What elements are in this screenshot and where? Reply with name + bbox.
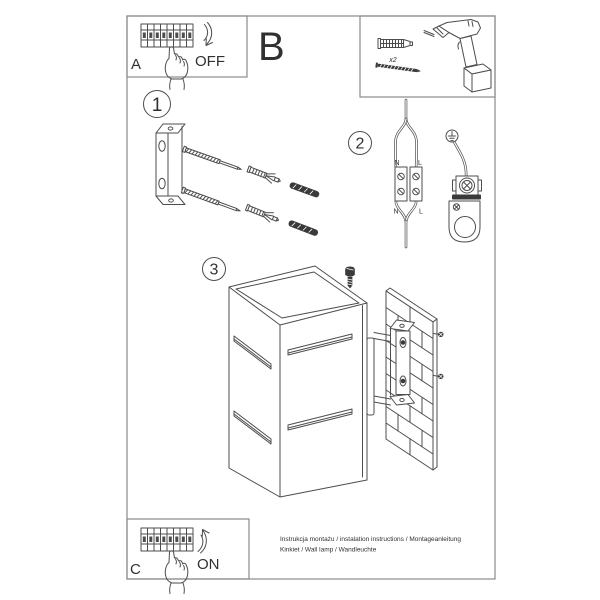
footer: Instrukcja montażu / instalation instruc… xyxy=(280,536,461,554)
wall-plug-drawing-top xyxy=(245,163,283,187)
section-c-box: C ON xyxy=(126,518,250,594)
hand-icon xyxy=(164,550,189,594)
step-3-number: 3 xyxy=(210,262,219,279)
wiring-diagram: N L N L xyxy=(393,98,423,249)
drill-icon xyxy=(423,19,492,93)
section-a-label: A xyxy=(131,56,141,73)
section-b-tools-box: x2 xyxy=(359,15,496,98)
step-1: 1 xyxy=(143,90,321,238)
step-3-badge: 3 xyxy=(202,257,226,281)
ground-connection-drawing xyxy=(445,129,482,243)
switch-state-on: ON xyxy=(197,556,220,573)
wall-bracket-drawing xyxy=(389,319,415,406)
screw-icon xyxy=(375,62,421,73)
wall-plug-drawing-bottom xyxy=(244,202,281,226)
terminal-label-l-bottom: L xyxy=(419,209,423,216)
brick-wall-panel-drawing xyxy=(385,287,438,471)
drilled-hole-bottom xyxy=(287,219,320,238)
drilled-hole-top xyxy=(288,181,321,199)
section-a-box: A OFF xyxy=(126,15,248,90)
mounting-bracket-drawing xyxy=(155,123,186,205)
step-3: 3 xyxy=(202,257,444,498)
screw-drawing-top xyxy=(181,145,243,173)
sheet-frame xyxy=(126,15,496,580)
section-c-label: C xyxy=(130,561,141,578)
section-b-label: B xyxy=(258,25,285,69)
footer-line-2: Kinkiet / Wall lamp / Wandleuchte xyxy=(280,547,377,554)
circuit-breaker-icon xyxy=(140,23,194,48)
lamp-body-drawing xyxy=(228,265,391,498)
terminal-label-n-top: N xyxy=(394,160,399,167)
dowel-quantity-label: x2 xyxy=(388,57,397,64)
step-1-number: 1 xyxy=(152,95,163,116)
step-2-number: 2 xyxy=(356,136,365,153)
terminal-block-drawing xyxy=(394,166,423,202)
step-1-badge: 1 xyxy=(143,90,171,118)
terminal-label-l-top: L xyxy=(418,160,422,167)
arrow-up-icon xyxy=(197,529,210,554)
wall-plug-icon xyxy=(377,38,413,49)
panel-screws xyxy=(433,331,444,380)
terminal-label-n-bottom: N xyxy=(393,209,398,216)
step-2-badge: 2 xyxy=(348,131,372,155)
ground-symbol-icon xyxy=(445,129,459,143)
footer-line-1: Instrukcja montażu / instalation instruc… xyxy=(280,536,461,543)
screw-drawing-bottom xyxy=(180,186,242,215)
lamp-back-plate xyxy=(366,337,375,416)
step-2: 2 N L N L xyxy=(348,98,482,249)
switch-state-off: OFF xyxy=(195,53,225,70)
arrow-down-icon xyxy=(203,22,213,46)
hand-icon xyxy=(164,46,189,90)
mounting-screw-icon xyxy=(345,266,355,289)
circuit-breaker-icon xyxy=(140,527,194,552)
